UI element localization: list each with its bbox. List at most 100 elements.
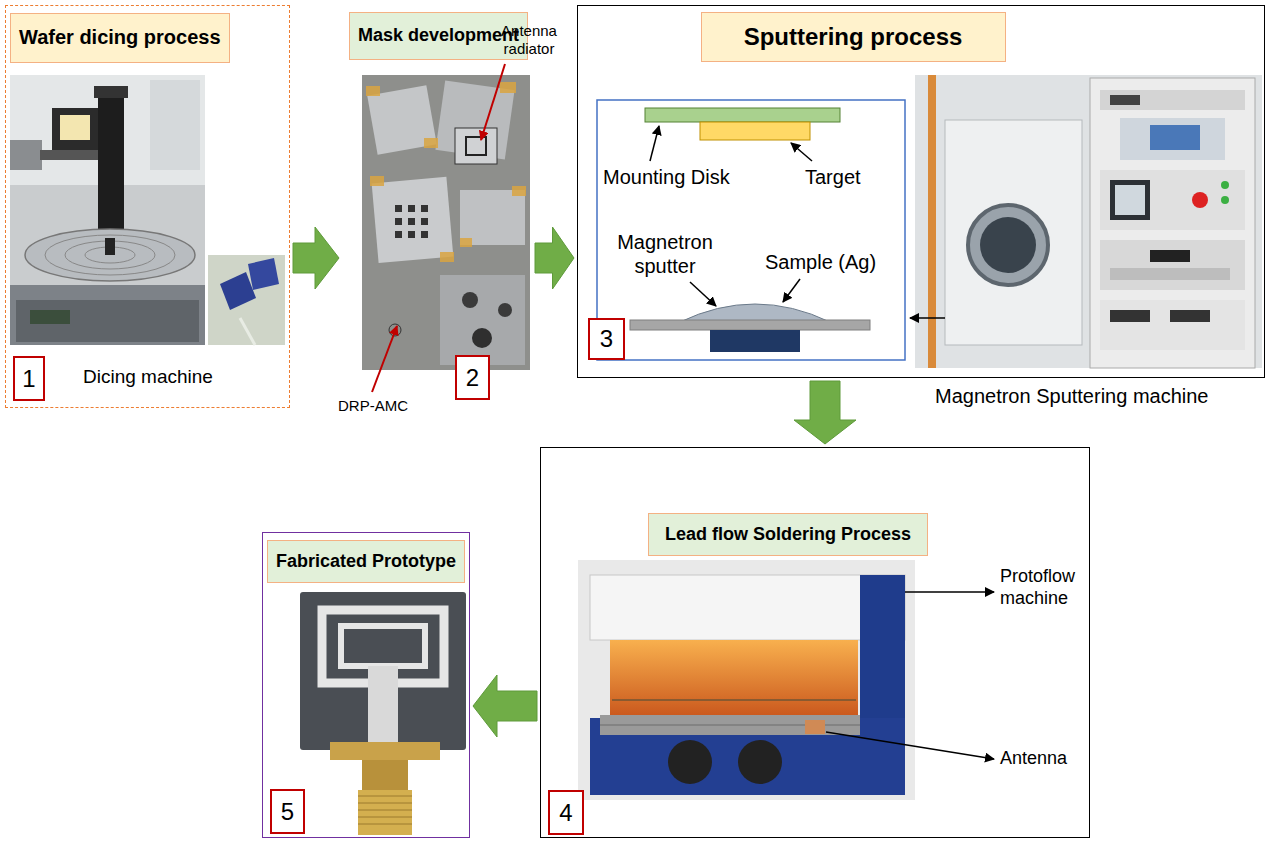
sputtering-machine-photo-part — [928, 75, 936, 368]
dicing-machine-photo-part — [105, 238, 115, 255]
dicing-machine-photo-part — [94, 86, 128, 98]
dicing-machine-photo-part — [10, 140, 42, 170]
antenna-prototype-photo-part — [358, 796, 412, 797]
step-number-box: 2 — [455, 355, 490, 400]
leader-line — [650, 126, 659, 161]
dicing-machine-photo-part — [10, 75, 205, 345]
protoflow-oven-photo-part — [738, 740, 782, 784]
dicing-machine-photo-part — [16, 300, 199, 342]
antenna-prototype-photo-part — [358, 817, 412, 818]
sputtering-schematic-part — [680, 304, 830, 322]
step-heading: Lead flow Soldering Process — [648, 513, 928, 556]
callout-number: 4 — [559, 801, 572, 825]
mask-photo — [362, 75, 530, 370]
mask-photo-part — [395, 205, 402, 212]
process-panel: Lead flow Soldering Process 4 — [540, 447, 1090, 838]
process-panel: Fabricated Prototype 5 — [262, 532, 470, 838]
sputtering-machine-photo-part — [968, 205, 1048, 285]
step-number-box: 4 — [548, 790, 584, 835]
antenna-prototype-photo-part — [330, 742, 440, 760]
step-heading: Fabricated Prototype — [267, 540, 465, 583]
diced-wafer-photo — [208, 255, 285, 345]
antenna-prototype-photo-part — [362, 760, 408, 790]
mask-photo-part — [460, 238, 472, 247]
sputtering-machine-photo-part — [1090, 78, 1255, 368]
dicing-machine-photo-part — [40, 150, 98, 160]
protoflow-oven-photo-part — [600, 715, 860, 735]
mask-photo-part — [455, 128, 497, 164]
dicing-machine-photo-part — [30, 310, 70, 324]
process-panel: Mask development2 — [342, 5, 532, 415]
antenna-prototype-photo-part — [358, 810, 412, 811]
antenna-prototype-photo-part — [358, 824, 412, 825]
callout-number: 3 — [600, 327, 613, 351]
step-number-box: 5 — [270, 789, 305, 834]
mask-photo-part — [366, 86, 380, 96]
part-label: Protoflow machine — [1000, 566, 1088, 609]
dicing-machine-photo — [10, 75, 205, 345]
protoflow-oven-photo-part — [578, 560, 915, 800]
flow-arrow — [473, 675, 537, 737]
leader-line — [826, 732, 994, 759]
protoflow-oven-photo-part — [668, 740, 712, 784]
mask-photo-part — [372, 177, 454, 263]
mask-photo-part — [466, 137, 486, 155]
sputtering-machine-photo-part — [1110, 310, 1150, 322]
sputtering-machine-photo-part — [1170, 310, 1210, 322]
part-label: Magnetron Sputtering machine — [935, 384, 1209, 408]
mask-photo-part — [472, 328, 492, 348]
part-label: Magnetron sputter — [610, 230, 720, 278]
sputtering-schematic-part — [645, 108, 840, 122]
part-label: Sample (Ag) — [765, 250, 876, 274]
diced-wafer-photo-part — [220, 272, 256, 310]
antenna-prototype-photo-part — [358, 803, 412, 804]
part-label: Target — [805, 165, 861, 189]
step-number-box: 1 — [13, 356, 45, 401]
diced-wafer-photo-part — [248, 258, 279, 290]
callout-number: 2 — [466, 366, 479, 390]
mask-photo-part — [500, 82, 516, 93]
leader-line — [372, 326, 397, 392]
dicing-machine-photo-part — [10, 285, 205, 345]
sputtering-machine-photo-part — [1100, 300, 1245, 350]
antenna-prototype-photo-part — [341, 626, 425, 666]
sputtering-machine-photo — [915, 75, 1262, 368]
leader-line — [910, 317, 945, 319]
leader-line — [905, 591, 994, 593]
sputtering-schematic-part — [710, 330, 800, 352]
mask-photo-part — [512, 186, 526, 196]
dicing-machine-photo-part — [150, 80, 200, 170]
sputtering-machine-photo-part — [1100, 90, 1245, 110]
diced-wafer-photo-part — [240, 318, 255, 345]
sputtering-machine-photo-part — [1150, 250, 1190, 262]
protoflow-oven-photo-part — [610, 640, 858, 718]
step-heading: Wafer dicing process — [10, 13, 230, 63]
leader-line — [783, 279, 800, 302]
flow-arrow — [535, 227, 574, 289]
mask-photo-part — [408, 231, 415, 238]
protoflow-oven-photo — [578, 560, 915, 800]
part-label: Mounting Disk — [603, 165, 730, 189]
mask-photo-part — [370, 176, 384, 186]
protoflow-oven-photo-part — [590, 575, 905, 640]
antenna-prototype-photo-part — [368, 666, 398, 750]
sputtering-machine-photo-part — [915, 75, 1262, 368]
flow-arrow — [293, 227, 339, 289]
mask-photo-part — [498, 303, 512, 317]
mask-photo-part — [440, 252, 454, 262]
mask-photo-part — [460, 190, 525, 245]
sputtering-machine-photo-part — [1120, 118, 1225, 160]
mask-photo-part — [424, 138, 438, 148]
callout-number: 1 — [22, 367, 35, 391]
mask-photo-part — [408, 218, 415, 225]
dicing-machine-photo-part — [25, 229, 195, 281]
antenna-prototype-photo — [300, 592, 466, 835]
mask-photo-part — [462, 292, 478, 308]
sputtering-machine-photo-part — [1110, 95, 1140, 105]
sputtering-schematic-part — [597, 100, 905, 360]
step-heading: Sputtering process — [701, 12, 1006, 62]
